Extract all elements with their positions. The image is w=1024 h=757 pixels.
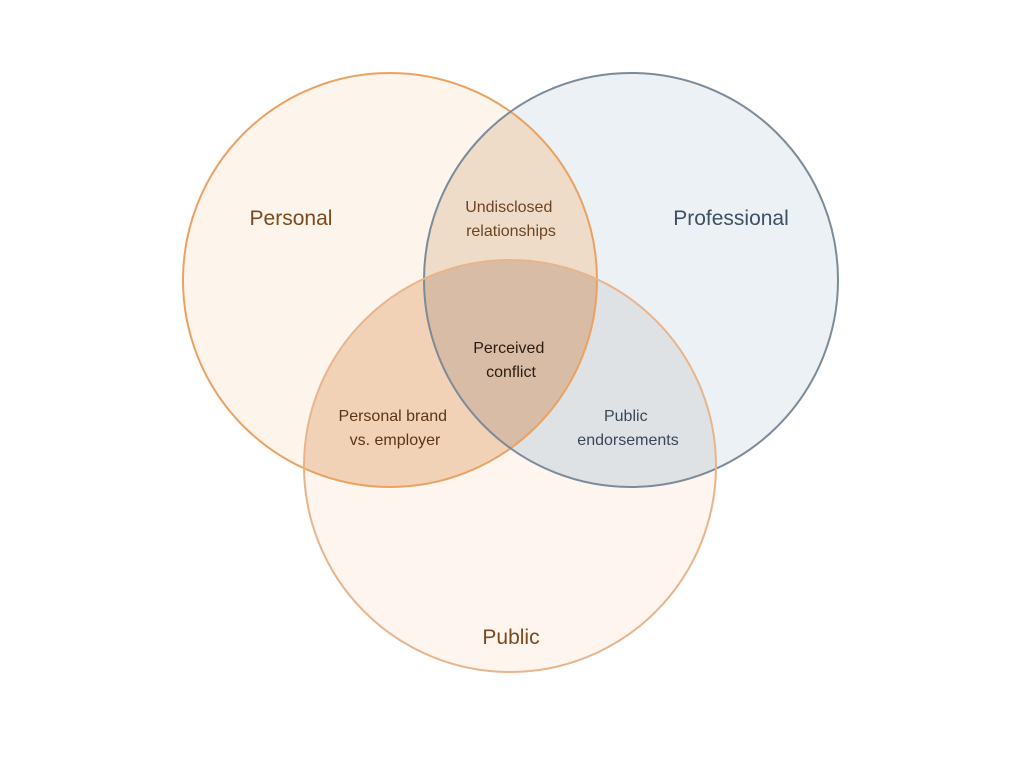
- region-label-undisclosed-relationships: Undisclosed relationships: [465, 199, 557, 240]
- region-label-personal-brand: Personal brand vs. employer: [339, 408, 452, 449]
- professional-circle-outline: [423, 72, 839, 488]
- set-label-personal: Personal: [250, 207, 333, 230]
- set-label-public: Public: [482, 626, 539, 649]
- region-label-line: Perceived: [473, 340, 544, 357]
- set-label-professional: Professional: [673, 207, 789, 230]
- public-circle-outline: [303, 259, 717, 673]
- region-label-line: endorsements: [577, 432, 678, 449]
- region-label-line: conflict: [486, 364, 536, 381]
- region-label-line: relationships: [466, 223, 556, 240]
- region-label-public-endorsements: Public endorsements: [577, 408, 678, 449]
- region-label-line: Undisclosed: [465, 199, 552, 216]
- region-label-line: Personal brand: [339, 408, 448, 425]
- region-label-line: Public: [604, 408, 648, 425]
- region-label-perceived-conflict: Perceived conflict: [473, 340, 549, 381]
- region-label-line: vs. employer: [350, 432, 441, 449]
